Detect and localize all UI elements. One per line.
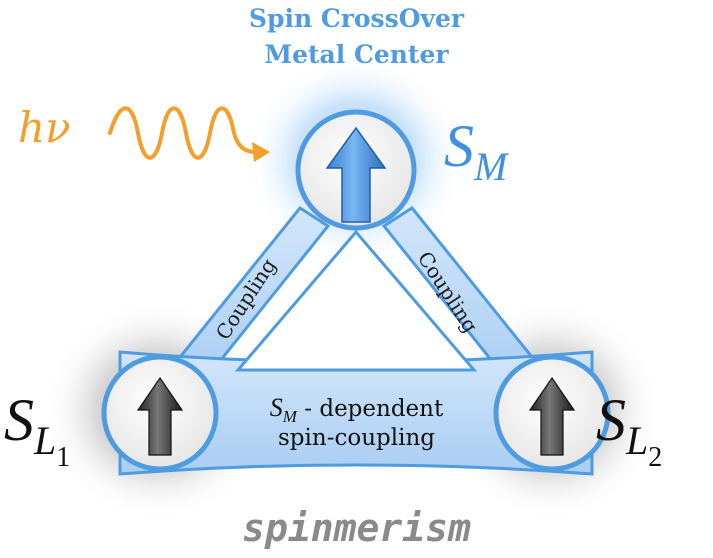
metal-spin-symbol: SM	[444, 112, 507, 189]
metal-symbol-sub: M	[474, 144, 508, 189]
ligand2-symbol-index: 2	[648, 442, 663, 473]
header-line-2: Metal Center	[264, 40, 449, 69]
ligand1-spin-arrow-icon	[136, 376, 184, 456]
header-line-1: Spin CrossOver	[248, 4, 465, 33]
ligand1-symbol-index: 1	[56, 442, 71, 473]
photon-label: hν	[18, 103, 71, 152]
ligand2-spin-symbol: SL2	[596, 386, 662, 473]
ligand2-symbol-sub: L	[626, 418, 649, 463]
ligand2-symbol-main: S	[596, 387, 626, 453]
dependent-symbol-main: S	[269, 393, 283, 422]
metal-spin-arrow-icon	[325, 126, 387, 223]
photon-wave-icon	[108, 106, 258, 160]
dependent-coupling-line-1: SM - dependent	[0, 393, 713, 426]
metal-symbol-main: S	[444, 113, 474, 179]
footer-label: spinmerism	[242, 506, 471, 550]
dependent-symbol-sub: M	[282, 407, 297, 426]
ligand2-spin-arrow-icon	[528, 376, 576, 456]
inner-triangle	[234, 229, 478, 372]
ligand1-symbol-sub: L	[34, 418, 57, 463]
ligand1-symbol-main: S	[4, 387, 34, 453]
dependent-text: - dependent	[296, 396, 444, 422]
photon-arrowhead-icon	[252, 142, 270, 162]
dependent-coupling-line-2: spin-coupling	[278, 425, 435, 451]
ligand1-spin-symbol: SL1	[4, 386, 70, 473]
